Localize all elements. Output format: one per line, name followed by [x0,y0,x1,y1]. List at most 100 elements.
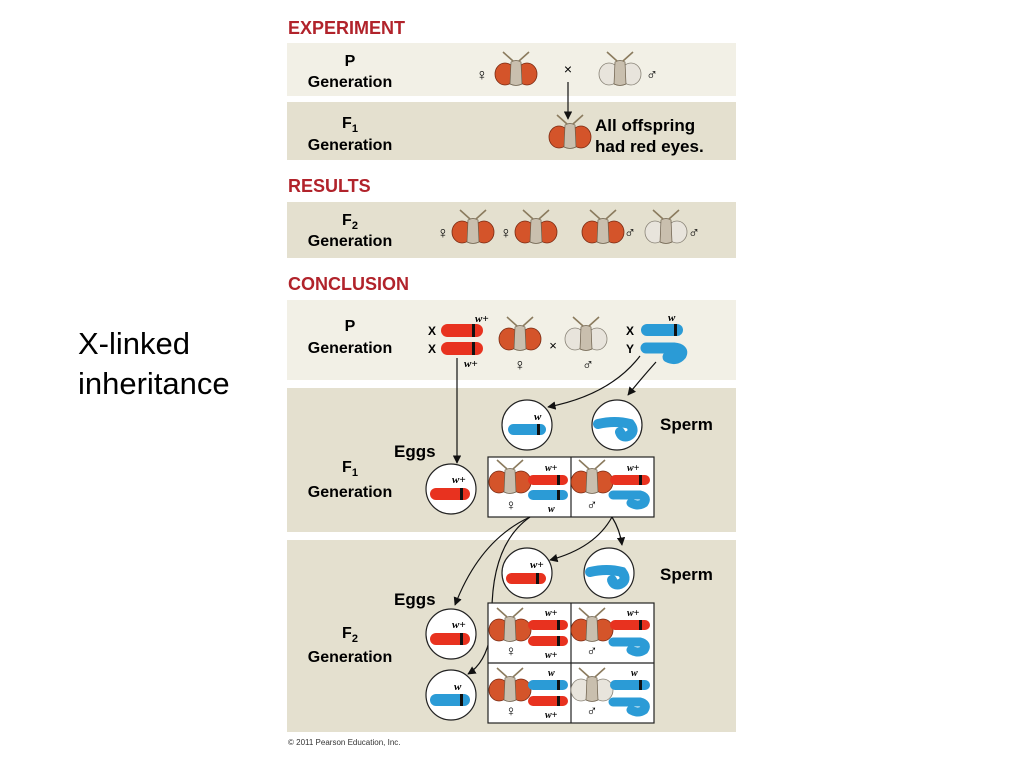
f2-sperm-x-chromosome [506,573,546,584]
res-female2-symbol: ♀ [500,225,512,242]
f1-cell1-wplus: w+ [545,463,558,474]
con-p-wplus1: w+ [475,313,489,325]
f2-egg1-x-chromosome [430,633,470,645]
con-p-female-x-band-1 [472,324,475,337]
f1-cell2-x-red-band [639,475,642,485]
con-p-male-x-band [674,324,677,336]
f1-cell2-x-red [610,475,650,485]
f1-cell1-female-symbol: ♀ [505,497,516,514]
f2-cell4-x [610,680,650,690]
f2-label: F2 [342,625,358,645]
f2-cell1-female-symbol: ♀ [505,643,516,660]
f2-cell3-female-symbol: ♀ [505,703,516,720]
f2-cell3-wplus: w+ [545,710,558,721]
side-title-line2: inheritance [78,366,230,401]
side-title-line1: X-linked [78,326,190,361]
f2-egg-arrow-1 [453,516,531,606]
f2-sperm-x-band [536,573,539,584]
f2-cell3-x-blue-band [557,680,560,690]
f2-cell2-x [610,620,650,630]
f2-cell1-wplus2: w+ [545,650,558,661]
heading-conclusion: CONCLUSION [288,274,409,294]
f1-cell1-w: w [548,504,555,515]
f1-label: F1 [342,459,358,479]
con-p-male-y-label: Y [626,342,634,356]
f2-sperm-y-chromosome [585,565,630,590]
f2-egg1-wplus: w+ [452,619,466,631]
f2-cell4-male-symbol: ♂ [586,703,597,720]
f2-cell2-x-band [639,620,642,630]
exp-p-generation: Generation [308,74,392,91]
exp-f1-note-line2: had red eyes. [595,137,704,156]
f1-cell1-x-red-band [557,475,560,485]
f2-egg1-x-band [460,633,463,645]
f2-generation: Generation [308,649,392,666]
con-p-male-x-label: X [626,324,634,338]
f1-cell1-x-red [528,475,568,485]
f2-egg2-x-chromosome [430,694,470,706]
f2-sperm-arrow-2 [611,516,626,546]
con-p-cross-symbol: × [549,338,557,353]
con-p-male-symbol: ♂ [582,357,594,374]
f2-sperm-label: Sperm [660,565,713,584]
res-male2-symbol: ♂ [688,225,700,242]
con-p-male-y-chromosome [640,342,688,365]
band-f1-experiment [287,102,736,160]
f2-cell2-wplus: w+ [627,608,640,619]
con-p-generation: Generation [308,340,392,357]
res-female1-symbol: ♀ [437,225,449,242]
exp-p-cross-symbol: × [564,61,572,77]
f2-cell3-x-red-band [557,696,560,706]
copyright: © 2011 Pearson Education, Inc. [288,738,401,747]
con-p-male-w: w [668,312,676,324]
f1-generation: Generation [308,484,392,501]
f1-cell2-y [608,490,650,510]
res-f2-label: F2 [342,212,358,232]
f1-cell2-male-symbol: ♂ [586,497,597,514]
f2-cell2-male-symbol: ♂ [586,643,597,660]
f2-cell1-x1-band [557,620,560,630]
f2-cell1-x2-band [557,636,560,646]
f1-egg-x-chromosome [430,488,470,500]
f2-egg2-x-band [460,694,463,706]
res-male1-symbol: ♂ [624,225,636,242]
f1-sperm-label: Sperm [660,415,713,434]
f2-cell3-x-blue [528,680,568,690]
f1-sperm-x-band [537,424,540,435]
heading-experiment: EXPERIMENT [288,18,406,38]
f2-cell2-y [608,637,650,657]
con-sperm-arrow-2 [627,361,657,396]
f2-cell1-x1 [528,620,568,630]
f1-eggs-label: Eggs [394,442,436,461]
con-p-wplus2: w+ [464,358,478,370]
exp-f1-label: F1 [342,115,358,135]
f2-cell4-w: w [631,668,638,679]
f1-cell1-x-blue-band [557,490,560,500]
con-p-female-symbol: ♀ [514,357,526,374]
con-p-x1-label: X [428,324,436,338]
f1-egg-wplus: w+ [452,474,466,486]
con-p-male-x-chromosome [641,324,683,336]
f1-sperm-w: w [534,411,542,423]
f2-cell3-x-red [528,696,568,706]
side-title: X-linked inheritance [78,324,230,404]
f2-sperm-arrow-1 [549,516,613,563]
f1-cell2-wplus: w+ [627,463,640,474]
exp-f1-note-line1: All offspring [595,116,695,135]
f1-sperm-y-chromosome [593,417,638,442]
f1-cell1-x-blue [528,490,568,500]
con-p-female-x-chromosome-1 [441,324,483,337]
f2-egg2-w: w [454,681,462,693]
f1-egg-x-band [460,488,463,500]
f2-eggs-label: Eggs [394,590,436,609]
f1-sperm-x-chromosome [508,424,546,435]
f2-cell1-wplus1: w+ [545,608,558,619]
f2-cell1-x2 [528,636,568,646]
res-f2-generation: Generation [308,233,392,250]
con-p-female-x-band-2 [472,342,475,355]
exp-f1-generation: Generation [308,137,392,154]
exp-p-female-symbol: ♀ [476,67,488,84]
con-p-female-x-chromosome-2 [441,342,483,355]
exp-p-label: P [345,53,356,70]
